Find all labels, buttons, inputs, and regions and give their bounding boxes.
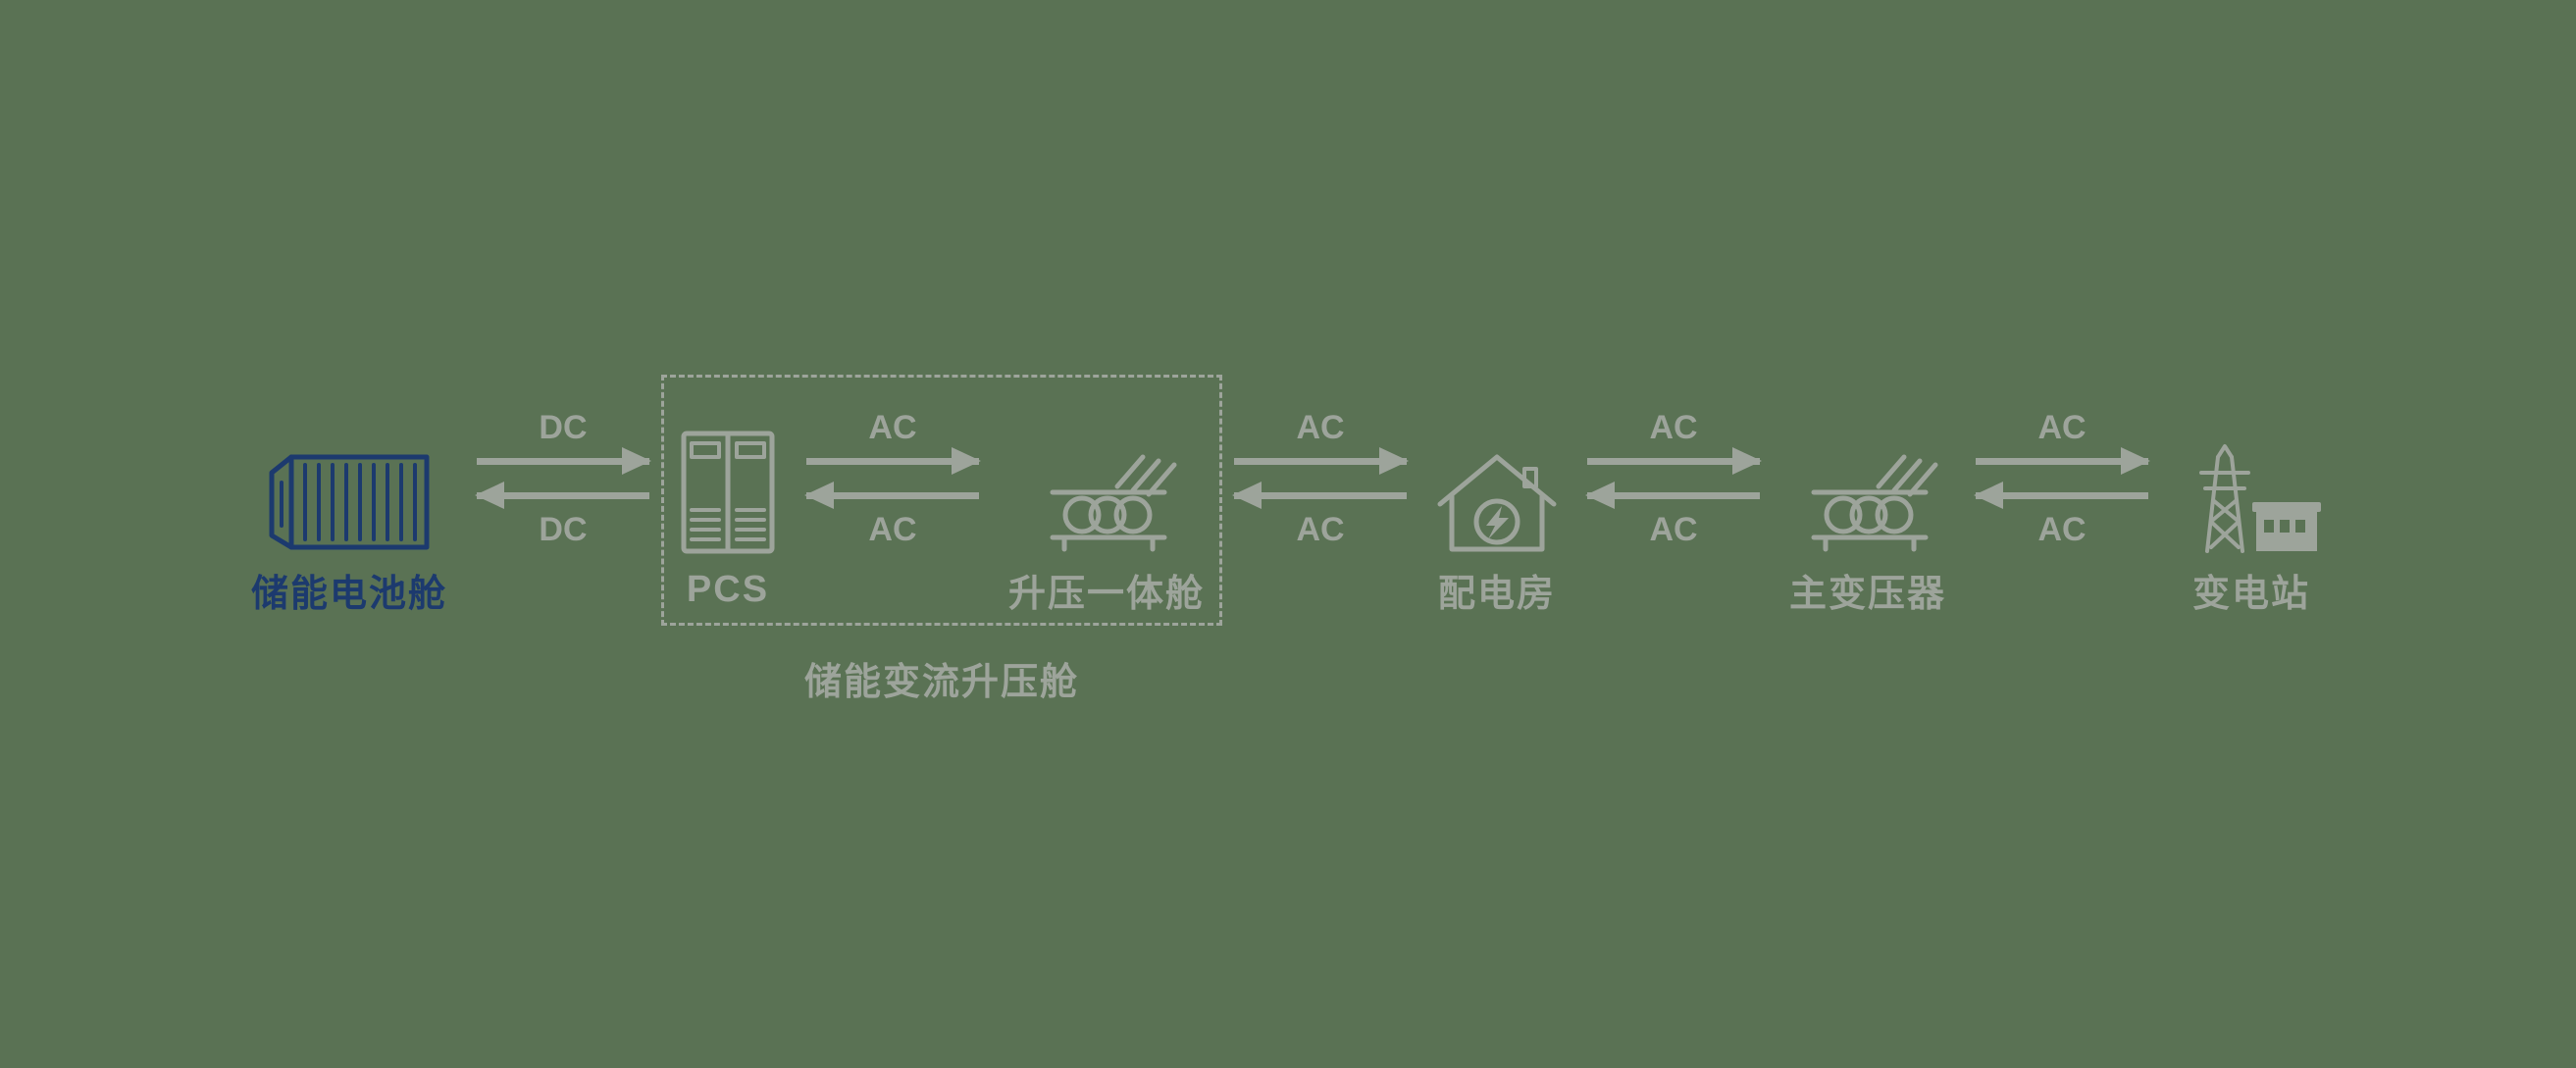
arrow-left-icon xyxy=(805,491,979,499)
arrow-left-icon xyxy=(476,491,649,499)
ac-forward-label: AC xyxy=(2037,408,2087,446)
boost-transformer-icon xyxy=(1050,454,1177,551)
arrow-right-icon xyxy=(1587,457,1760,465)
ac-backward-label: AC xyxy=(2037,510,2087,548)
ac-backward-label: AC xyxy=(1649,510,1698,548)
link-battery-pcs: DC DC xyxy=(476,400,649,557)
ac-backward-label: AC xyxy=(868,510,917,548)
link-transformer-substation: AC AC xyxy=(1976,400,2149,557)
arrow-left-icon xyxy=(1234,491,1407,499)
ac-forward-label: AC xyxy=(868,408,917,446)
substation-tower-icon xyxy=(2199,443,2322,553)
main-transformer-icon xyxy=(1811,454,1938,551)
distribution-house-icon xyxy=(1437,454,1557,551)
link-boost-distribution: AC AC xyxy=(1234,400,1407,557)
dc-forward-label: DC xyxy=(539,408,588,446)
pcs-label: PCS xyxy=(686,569,770,610)
arrow-right-icon xyxy=(1976,457,2149,465)
ac-backward-label: AC xyxy=(1296,510,1345,548)
arrow-left-icon xyxy=(1587,491,1760,499)
ac-forward-label: AC xyxy=(1649,408,1698,446)
arrow-left-icon xyxy=(1976,491,2149,499)
node-boost-cabin: 升压一体舱 xyxy=(1007,400,1205,615)
energy-flow-diagram: 储能电池舱 DC DC xyxy=(250,374,2325,703)
boost-cabin-label: 升压一体舱 xyxy=(1007,574,1205,615)
node-pcs: PCS xyxy=(679,400,777,614)
converter-boost-group-label: 储能变流升压舱 xyxy=(803,661,1079,703)
battery-container-icon xyxy=(269,454,430,549)
arrow-right-icon xyxy=(805,457,979,465)
battery-icon-area xyxy=(266,400,433,557)
substation-label: 变电站 xyxy=(2192,574,2311,615)
arrow-right-icon xyxy=(1234,457,1407,465)
dc-backward-label: DC xyxy=(539,510,588,548)
pcs-icon-area xyxy=(679,400,777,557)
main-transformer-label: 主变压器 xyxy=(1789,574,1947,615)
node-main-transformer: 主变压器 xyxy=(1789,400,1947,615)
ac-forward-label: AC xyxy=(1296,408,1345,446)
converter-boost-group: PCS AC AC xyxy=(660,374,1222,703)
node-substation: 变电站 xyxy=(2178,400,2325,615)
link-distribution-transformer: AC AC xyxy=(1587,400,1760,557)
distribution-icon-area xyxy=(1436,400,1558,557)
arrow-right-icon xyxy=(476,457,649,465)
main-transformer-icon-area xyxy=(1794,400,1941,557)
distribution-room-label: 配电房 xyxy=(1437,574,1556,615)
substation-icon-area xyxy=(2178,400,2325,557)
pcs-cabinet-icon xyxy=(681,431,775,553)
node-battery-container: 储能电池舱 xyxy=(250,400,447,615)
battery-container-label: 储能电池舱 xyxy=(250,574,447,615)
boost-icon-area xyxy=(1033,400,1180,557)
link-pcs-boost: AC AC xyxy=(805,400,979,557)
node-distribution-room: 配电房 xyxy=(1436,400,1558,615)
